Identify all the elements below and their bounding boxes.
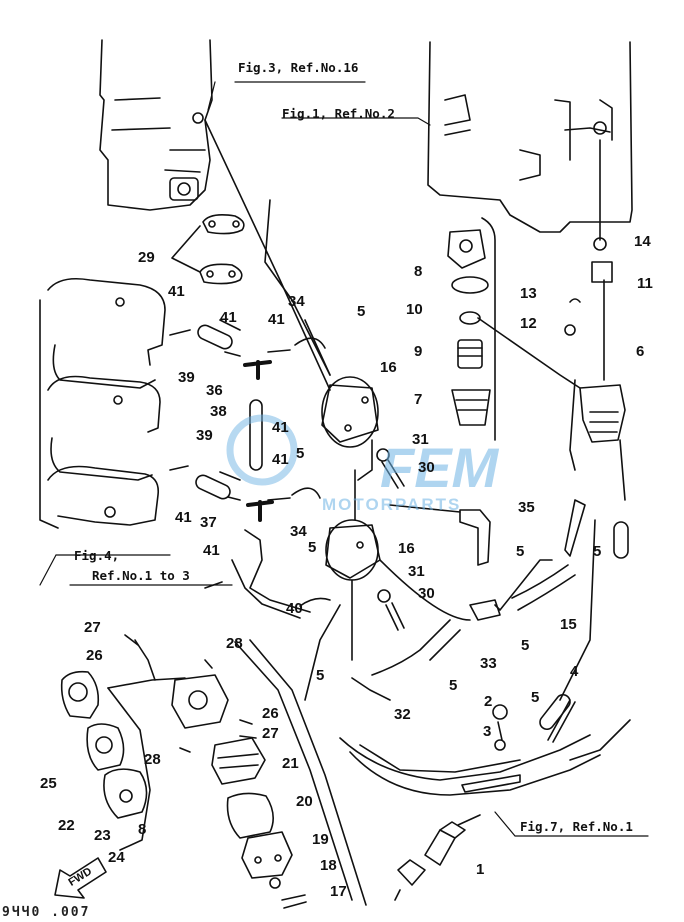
callout-13: 13: [520, 285, 537, 302]
callout-4: 4: [570, 663, 579, 680]
hose-network-left: [169, 319, 326, 619]
fuel-filter-assembly: [447, 217, 496, 441]
callout-5: 5: [357, 303, 366, 320]
callout-41: 41: [220, 309, 237, 326]
fuel-connector-1: [394, 814, 481, 901]
callout-39: 39: [178, 369, 195, 386]
callout-32: 32: [394, 706, 411, 723]
watermark-logo: FEM: [380, 436, 499, 499]
callout-18: 18: [320, 857, 337, 874]
callout-21: 21: [282, 755, 299, 772]
callout-31: 31: [408, 563, 425, 580]
callout-20: 20: [296, 793, 313, 810]
callout-9: 9: [414, 343, 423, 360]
callout-15: 15: [560, 616, 577, 633]
engine-block-upper-right: [427, 41, 633, 233]
callout-27: 27: [262, 725, 279, 742]
callout-1: 1: [476, 861, 485, 878]
callout-41: 41: [175, 509, 192, 526]
reference-leaders: [39, 81, 649, 837]
callout-5: 5: [296, 445, 305, 462]
drawing-code: 9ЧЧ0 .007: [2, 905, 91, 920]
callout-37: 37: [200, 514, 217, 531]
ref-fig3: Fig.3, Ref.No.16: [238, 60, 359, 75]
callout-14: 14: [634, 233, 651, 250]
callout-19: 19: [312, 831, 329, 848]
callout-28: 28: [144, 751, 161, 768]
callout-5: 5: [308, 539, 317, 556]
callout-22: 22: [58, 817, 75, 834]
ref-fig7: Fig.7, Ref.No.1: [520, 819, 633, 834]
callout-5: 5: [316, 667, 325, 684]
callout-38: 38: [210, 403, 227, 420]
callout-25: 25: [40, 775, 57, 792]
callout-35: 35: [518, 499, 535, 516]
callout-29: 29: [138, 249, 155, 266]
callout-40: 40: [286, 600, 303, 617]
callout-24: 24: [108, 849, 125, 866]
callout-5: 5: [449, 677, 458, 694]
ref-fig4-line2: Ref.No.1 to 3: [92, 568, 190, 583]
callout-30: 30: [418, 459, 435, 476]
fuel-pump-upper: [321, 376, 379, 448]
callout-16: 16: [380, 359, 397, 376]
callout-10: 10: [406, 301, 423, 318]
callout-7: 7: [414, 391, 423, 408]
callout-41: 41: [272, 419, 289, 436]
callout-23: 23: [94, 827, 111, 844]
watermark-subtitle: MOTORPARTS: [322, 495, 462, 514]
callout-28: 28: [226, 635, 243, 652]
callout-41: 41: [203, 542, 220, 559]
callout-12: 12: [520, 315, 537, 332]
callout-5: 5: [593, 543, 602, 560]
bolts-30-31: [376, 448, 405, 631]
callout-2: 2: [484, 693, 493, 710]
callout-8: 8: [138, 821, 147, 838]
callout-30: 30: [418, 585, 435, 602]
callout-5: 5: [531, 689, 540, 706]
callout-33: 33: [480, 655, 497, 672]
callout-36: 36: [206, 382, 223, 399]
callout-17: 17: [330, 883, 347, 900]
cylinder-block-left: [39, 277, 166, 529]
callout-31: 31: [412, 431, 429, 448]
callout-3: 3: [483, 723, 492, 740]
callout-34: 34: [290, 523, 307, 540]
hose-network-right: [299, 499, 629, 751]
callout-41: 41: [168, 283, 185, 300]
ref-fig1: Fig.1, Ref.No.2: [282, 106, 395, 121]
callout-6: 6: [636, 343, 645, 360]
callout-27: 27: [84, 619, 101, 636]
callout-34: 34: [288, 293, 305, 310]
fuel-filter-6: [564, 139, 626, 501]
callout-26: 26: [262, 705, 279, 722]
forward-arrow: [54, 857, 107, 899]
callout-5: 5: [521, 637, 530, 654]
callout-41: 41: [272, 451, 289, 468]
ref-fig4-line1: Fig.4,: [74, 548, 120, 563]
bottom-cowl: [339, 719, 631, 796]
callout-39: 39: [196, 427, 213, 444]
callout-26: 26: [86, 647, 103, 664]
callout-16: 16: [398, 540, 415, 557]
callout-8: 8: [414, 263, 423, 280]
pump-diaphragm-stack: [60, 634, 367, 909]
callout-41: 41: [268, 311, 285, 328]
fuel-lines: [204, 119, 581, 701]
gasket-29-parts: [171, 214, 245, 285]
callout-11: 11: [637, 275, 653, 292]
callout-5: 5: [516, 543, 525, 560]
